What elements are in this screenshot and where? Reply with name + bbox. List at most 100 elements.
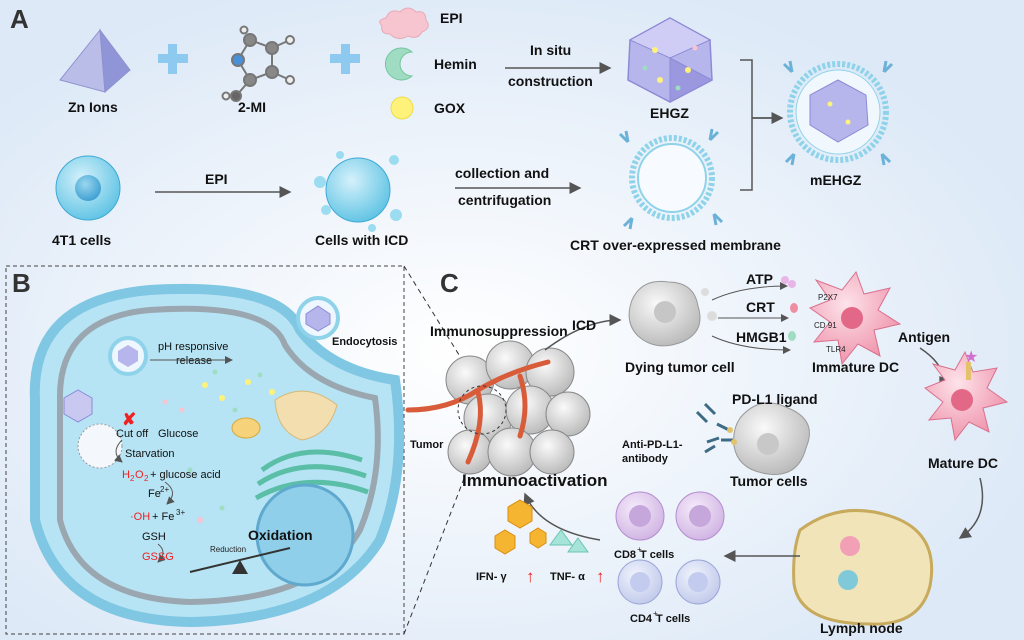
hmgb1-icon xyxy=(788,331,796,341)
crt-membrane-vesicle-icon xyxy=(618,128,724,230)
tnf-alpha-label: TNF- α xyxy=(550,571,585,583)
epi-cloud-icon xyxy=(379,7,429,40)
redox-balance-icon xyxy=(189,547,291,574)
gssg-label: GSSG xyxy=(142,551,174,563)
lymph-node-icon xyxy=(792,509,934,626)
gox-legend-label: GOX xyxy=(434,100,466,116)
cd4-sup: + xyxy=(653,609,658,618)
epi-arrow-label: EPI xyxy=(205,171,228,187)
mature-dc-icon: ★ xyxy=(924,347,1009,442)
zn-ions-label: Zn Ions xyxy=(68,99,118,115)
mehgz-icon xyxy=(782,60,894,166)
dying-tumor-cell-icon xyxy=(628,280,717,347)
zoom-connector-top xyxy=(403,265,483,393)
cut-off-label: Cut off xyxy=(116,428,149,440)
icd-arrow xyxy=(544,314,622,351)
cells-icd-label: Cells with ICD xyxy=(315,232,408,248)
crt-membrane-label: CRT over-expressed membrane xyxy=(570,237,781,253)
nucleus-icon xyxy=(255,483,355,587)
starvation-label: Starvation xyxy=(125,448,175,460)
pdl1-ligand-label: PD-L1 ligand xyxy=(732,391,818,407)
cd4-t-cell-icon xyxy=(617,559,721,605)
in-situ-label: In situ xyxy=(530,42,571,58)
hmgb1-label: HMGB1 xyxy=(736,329,787,345)
cd4-t-cells-label: T cells xyxy=(656,613,690,625)
ehgz-label: EHGZ xyxy=(650,105,689,121)
centrifugation-label: centrifugation xyxy=(458,192,551,208)
crt-icon xyxy=(790,303,798,313)
zoom-crystal-icon xyxy=(63,389,93,423)
reduction-label: Reduction xyxy=(210,545,246,554)
oh-radical-label: ·OH xyxy=(130,511,150,523)
ifn-up-arrow-icon: ↑ xyxy=(526,567,535,586)
anti-pdl1-label-2: antibody xyxy=(622,453,669,465)
atp-arrow xyxy=(711,282,788,301)
construction-label: construction xyxy=(508,73,593,89)
gsh-arrow xyxy=(157,543,166,563)
atp-label: ATP xyxy=(746,271,773,287)
ifn-gamma-hexagons-icon xyxy=(494,499,547,555)
panel-letter-c: C xyxy=(440,268,459,298)
oxidation-label: Oxidation xyxy=(248,527,313,543)
zoom-detail-icon xyxy=(77,423,123,469)
tumor-label: Tumor xyxy=(410,439,444,451)
ifn-gamma-label: IFN- γ xyxy=(476,571,507,583)
cut-off-cross-icon: ✘ xyxy=(122,410,136,429)
plus-icon xyxy=(330,44,360,74)
cd91-label: CD 91 xyxy=(814,321,837,330)
tumor-mass-icon xyxy=(445,340,591,477)
p2x7-label: P2X7 xyxy=(818,293,838,302)
hemin-legend-label: Hemin xyxy=(434,56,477,72)
cd8-t-cell-icon xyxy=(615,491,725,541)
crt-label: CRT xyxy=(746,299,775,315)
glucose-label: Glucose xyxy=(158,428,198,440)
tnf-alpha-triangles-icon xyxy=(549,529,589,553)
immature-dc-label: Immature DC xyxy=(812,359,899,375)
immunosuppression-label: Immunosuppression xyxy=(430,323,568,339)
zn-ions-icon xyxy=(59,28,131,94)
golgi-icon xyxy=(274,390,338,441)
hmgb1-arrow xyxy=(711,335,791,354)
gox-dot-icon xyxy=(390,96,414,120)
icd-cell-icon xyxy=(314,151,402,232)
epi-legend-label: EPI xyxy=(440,10,463,26)
anti-pdl1-label-1: Anti-PD-L1- xyxy=(622,439,683,451)
fe3-sup: 3+ xyxy=(176,508,185,517)
h2o2-sub2: 2 xyxy=(144,474,149,483)
4t1-cells-label: 4T1 cells xyxy=(52,232,111,248)
panel-letter-b: B xyxy=(12,268,31,298)
starvation-arrow xyxy=(114,439,123,463)
h2o2-sub1: 2 xyxy=(130,474,135,483)
mature-dc-label: Mature DC xyxy=(928,455,998,471)
blood-vessel-icon xyxy=(405,359,551,465)
cd8-sup: + xyxy=(637,545,642,554)
cd8-label: CD8 xyxy=(614,549,636,561)
endoplasmic-reticulum-icon xyxy=(254,449,369,501)
antigen-label: Antigen xyxy=(898,329,950,345)
release-label: release xyxy=(176,355,212,367)
immunoactivation-arrow xyxy=(523,492,601,541)
plus-icon xyxy=(158,44,188,74)
tumor-cells-label: Tumor cells xyxy=(730,473,808,489)
2-mi-label: 2-MI xyxy=(238,99,266,115)
4t1-nucleus xyxy=(75,175,101,201)
fe2-sup: 2+ xyxy=(160,485,169,494)
pdl1-tumor-cell-icon xyxy=(733,402,810,475)
mehgz-label: mEHGZ xyxy=(810,172,862,188)
mature-dc-arrow xyxy=(958,477,984,539)
cd8-t-cells-label: T cells xyxy=(640,549,674,561)
zoom-circle xyxy=(457,385,507,435)
ph-release-crystal xyxy=(118,345,138,367)
2-mi-molecule-icon xyxy=(221,25,295,102)
immunoactivation-label: Immunoactivation xyxy=(462,471,607,490)
ehgz-crystal-icon xyxy=(627,17,714,103)
svg-text:★: ★ xyxy=(964,347,978,366)
gsh-label: GSH xyxy=(142,531,166,543)
panel-b-frame xyxy=(5,265,405,635)
icd-label: ICD xyxy=(572,317,596,333)
panel-letter-a: A xyxy=(10,4,29,34)
fe-arrow xyxy=(164,481,175,505)
cd4-label: CD4 xyxy=(630,613,653,625)
glucose-acid-label: + glucose acid xyxy=(150,469,221,481)
